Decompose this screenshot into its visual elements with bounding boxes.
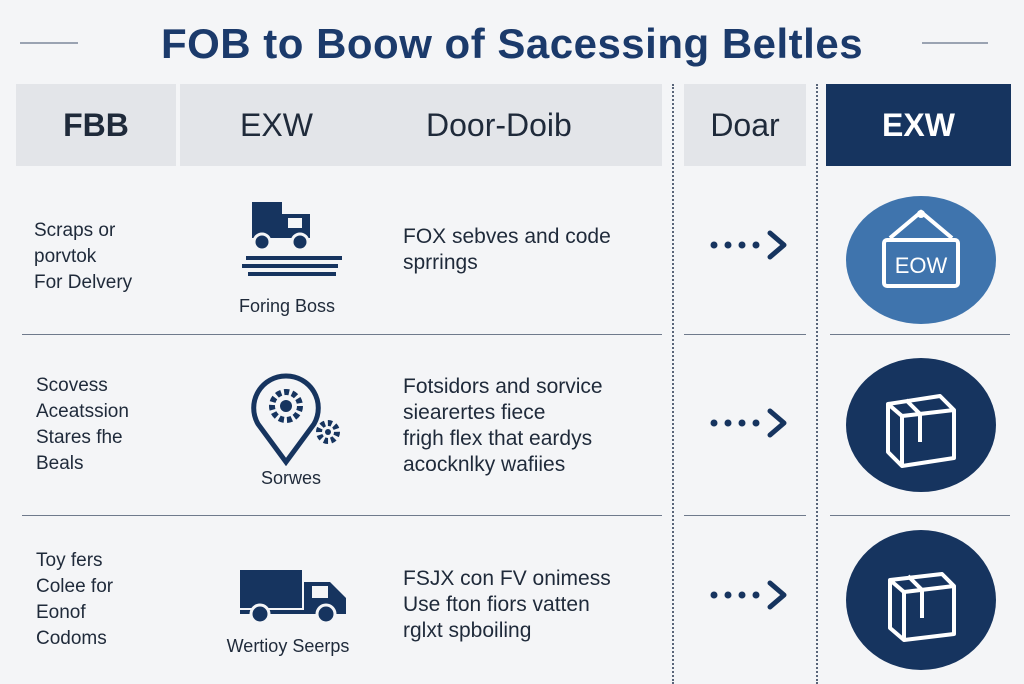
row-label-line: For Delvery bbox=[34, 272, 133, 293]
row-divider bbox=[22, 334, 662, 335]
dotted-arrow-icon bbox=[710, 580, 787, 610]
eow-sign-icon: EOW bbox=[846, 196, 996, 324]
delivery-truck-icon bbox=[240, 570, 346, 625]
row-label-line: Scraps or bbox=[34, 220, 116, 241]
row-divider bbox=[830, 515, 1010, 516]
row-divider bbox=[22, 515, 662, 516]
column-divider bbox=[672, 84, 674, 684]
header-exw-highlight: EXW bbox=[826, 84, 1011, 166]
gear-pin-icon bbox=[251, 373, 340, 466]
header-label: Door-Doib bbox=[426, 106, 572, 143]
row-description: FOX sebves and code sprrings bbox=[403, 224, 611, 276]
row-label-line: Eonof bbox=[36, 602, 86, 623]
row-label-line: Stares fhe bbox=[36, 427, 123, 448]
title-left-rule bbox=[20, 42, 78, 44]
dotted-arrow-icon bbox=[710, 230, 787, 260]
description-line: frigh flex that eardys bbox=[403, 427, 593, 450]
header-exw-door: EXW Door-Doib bbox=[180, 84, 662, 166]
row-label-line: Toy fers bbox=[36, 550, 103, 571]
row-divider bbox=[684, 515, 806, 516]
page-title: FOB to Boow of Sacessing Beltles bbox=[160, 20, 864, 67]
title-right-rule bbox=[922, 42, 988, 44]
description-line: acocknlky wafiies bbox=[403, 453, 566, 476]
row-label-line: Codoms bbox=[36, 628, 107, 649]
description-line: FSJX con FV onimess bbox=[403, 567, 611, 590]
row-description: FSJX con FV onimess Use fton fiors vatte… bbox=[403, 566, 611, 644]
box-icon bbox=[846, 358, 996, 492]
title-bar: FOB to Boow of Sacessing Beltles bbox=[0, 12, 1024, 72]
row-label-line: Aceatssion bbox=[36, 401, 129, 422]
dotted-arrow-icon bbox=[710, 408, 787, 438]
header-doar: Doar bbox=[684, 84, 806, 166]
header-label: FBB bbox=[63, 106, 129, 143]
truck-on-road-icon bbox=[242, 202, 342, 276]
icon-caption: Wertioy Seerps bbox=[226, 636, 350, 656]
description-line: rglxt spboiling bbox=[403, 619, 532, 642]
icon-caption: Sorwes bbox=[260, 468, 322, 488]
row-label: Toy fers Colee for Eonof Codoms bbox=[36, 548, 113, 652]
column-divider bbox=[816, 84, 818, 684]
row-label: Scraps or porvtok For Delvery bbox=[34, 218, 132, 296]
row-label-line: Beals bbox=[36, 453, 84, 474]
row-label-line: Scovess bbox=[36, 375, 108, 396]
header-label: Doar bbox=[710, 106, 780, 143]
row-divider bbox=[830, 334, 1010, 335]
badge-label: EOW bbox=[895, 253, 948, 278]
row-divider bbox=[684, 334, 806, 335]
row-label-line: porvtok bbox=[34, 246, 97, 267]
description-line: sprrings bbox=[403, 251, 478, 274]
description-line: FOX sebves and code bbox=[403, 225, 611, 248]
header-label: EXW bbox=[882, 106, 955, 143]
row-label: Scovess Aceatssion Stares fhe Beals bbox=[36, 373, 129, 477]
header-fbb: FBB bbox=[16, 84, 176, 166]
description-line: Fotsidors and sorvice bbox=[403, 375, 603, 398]
row-description: Fotsidors and sorvice siearertes fiece f… bbox=[403, 374, 603, 478]
header-label: EXW bbox=[240, 106, 313, 143]
row-label-line: Colee for bbox=[36, 576, 114, 597]
description-line: Use fton fiors vatten bbox=[403, 593, 590, 616]
box-icon bbox=[846, 530, 996, 670]
icon-caption: Foring Boss bbox=[238, 296, 336, 316]
description-line: siearertes fiece bbox=[403, 401, 546, 424]
